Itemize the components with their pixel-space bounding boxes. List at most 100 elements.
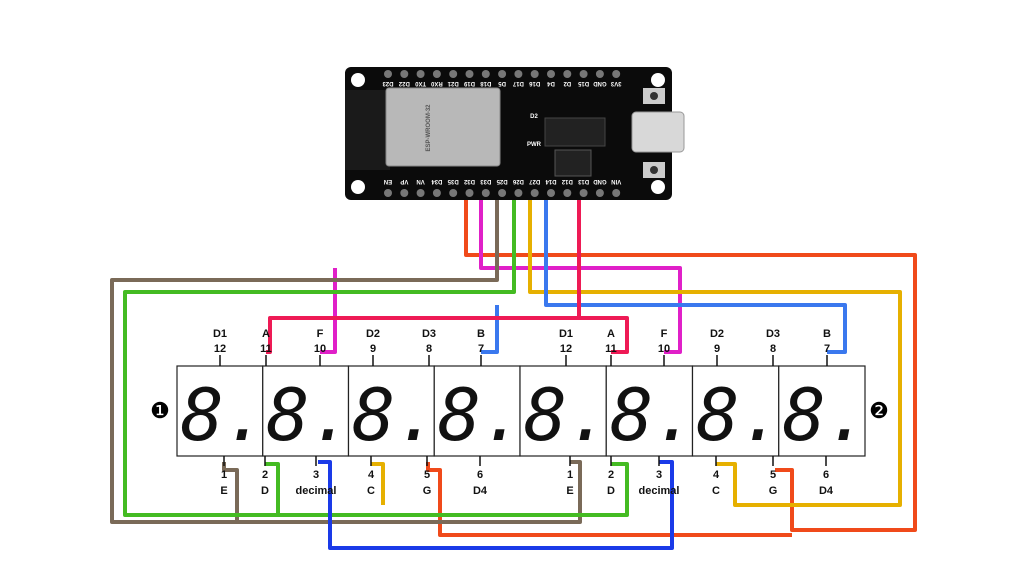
pin-segment-label: A (607, 328, 615, 340)
board-pin-label: TX0 (414, 80, 426, 86)
pin-segment-label: F (661, 328, 668, 340)
wire-d (123, 196, 629, 517)
board-pin-label: VN (416, 178, 424, 184)
board-pin-top (547, 70, 555, 78)
pin-segment-label: E (220, 485, 227, 497)
pin-segment-label: D1 (559, 328, 573, 340)
digit: 8. (610, 373, 697, 457)
board-pin-label: GND (593, 80, 607, 86)
pin-segment-label: A (262, 328, 270, 340)
board-pin-top (416, 70, 425, 78)
board-pin-label: D27 (529, 178, 541, 184)
board-pin-label: D21 (447, 80, 459, 86)
board-pin-label: D25 (496, 178, 508, 184)
pin-segment-label: G (769, 485, 778, 497)
board-pin-bottom (465, 189, 474, 197)
pin-number: 5 (424, 469, 430, 481)
pin-number: 2 (608, 469, 614, 481)
pin-segment-label: D3 (422, 328, 436, 340)
pin-segment-label: B (477, 328, 485, 340)
board-pin-label: D18 (480, 80, 492, 86)
wire-a (266, 196, 629, 354)
digit-cell (691, 365, 780, 457)
pin-segment-label: D4 (473, 485, 488, 497)
wire-b (481, 196, 847, 354)
board-pin-label: D17 (512, 80, 524, 86)
board-pin-top (498, 70, 507, 78)
board-pin-bottom (612, 189, 621, 197)
display-2: ❷8.8.8.8.D112A11F10D29D38B71E2D3decimal4… (519, 328, 889, 497)
board-pin-top (400, 70, 409, 78)
silk-label: D2 (530, 114, 538, 120)
digit: 8. (181, 373, 268, 457)
digit: 8. (266, 373, 353, 457)
board-pin-label: D19 (463, 80, 475, 86)
mount-hole (651, 180, 665, 194)
pin-number: 7 (824, 343, 830, 355)
pin-number: 7 (478, 343, 484, 355)
wire-decimal (318, 460, 674, 550)
pin-segment-label: F (317, 328, 324, 340)
pin-number: 12 (214, 343, 226, 355)
board-pin-label: D35 (447, 178, 459, 184)
board-pin-label: D16 (529, 80, 541, 86)
digit-cell (176, 365, 264, 457)
board-pin-label: D22 (398, 80, 410, 86)
board-pin-bottom (416, 189, 425, 197)
board-pin-top (432, 70, 441, 78)
board-pin-bottom (514, 189, 523, 197)
board-pin-label: D2 (563, 80, 571, 86)
usb-c-port (631, 111, 685, 153)
board-pin-top (579, 70, 588, 78)
board-pin-bottom (595, 189, 604, 197)
regulator (554, 149, 592, 177)
pin-number: 9 (370, 343, 376, 355)
pin-number: 1 (221, 469, 227, 481)
display-marker: ❶ (150, 398, 170, 423)
board-pin-bottom (547, 189, 555, 197)
board-pin-bottom (530, 189, 539, 197)
digit-cell (605, 365, 694, 457)
board-pin-top (481, 70, 490, 78)
board-pin-label: GND (593, 178, 607, 184)
wire-f (320, 196, 682, 354)
pin-number: 8 (770, 343, 776, 355)
pin-segment-label: B (823, 328, 831, 340)
pin-segment-label: C (712, 485, 720, 497)
board-pin-label: EN (384, 178, 392, 184)
pin-segment-label: D2 (366, 328, 380, 340)
board-pin-top (449, 70, 458, 78)
pin-number: 5 (770, 469, 776, 481)
wires (110, 196, 917, 550)
wire-c (371, 196, 902, 507)
board-pin-label: D34 (431, 178, 443, 184)
pin-number: 4 (368, 469, 375, 481)
wire-e (110, 196, 582, 524)
board-pin-label: D15 (577, 80, 589, 86)
silk-label: PWR (527, 142, 542, 148)
pin-segment-label: C (367, 485, 375, 497)
pin-segment-label: decimal (296, 485, 337, 497)
pin-number: 3 (656, 469, 662, 481)
board-pin-bottom (579, 189, 588, 197)
pin-number: 6 (477, 469, 483, 481)
pin-number: 2 (262, 469, 268, 481)
digit: 8. (524, 373, 611, 457)
board-pin-label: RX0 (430, 80, 442, 86)
pin-segment-label: D3 (766, 328, 780, 340)
mount-hole (351, 73, 365, 87)
board-pin-bottom (432, 189, 441, 197)
board-pin-top (595, 70, 604, 78)
wifi-module (385, 87, 501, 167)
board-pin-bottom (481, 189, 490, 197)
board-pin-top (514, 70, 523, 78)
digit: 8. (696, 373, 783, 457)
board-pin-label: VIN (611, 178, 621, 184)
board-pin-top (530, 70, 539, 78)
board-pin-label: D13 (577, 178, 589, 184)
board-pin-label: D33 (480, 178, 492, 184)
module-label: ESP-WROOM-32 (426, 104, 432, 152)
display-marker: ❷ (869, 398, 889, 423)
